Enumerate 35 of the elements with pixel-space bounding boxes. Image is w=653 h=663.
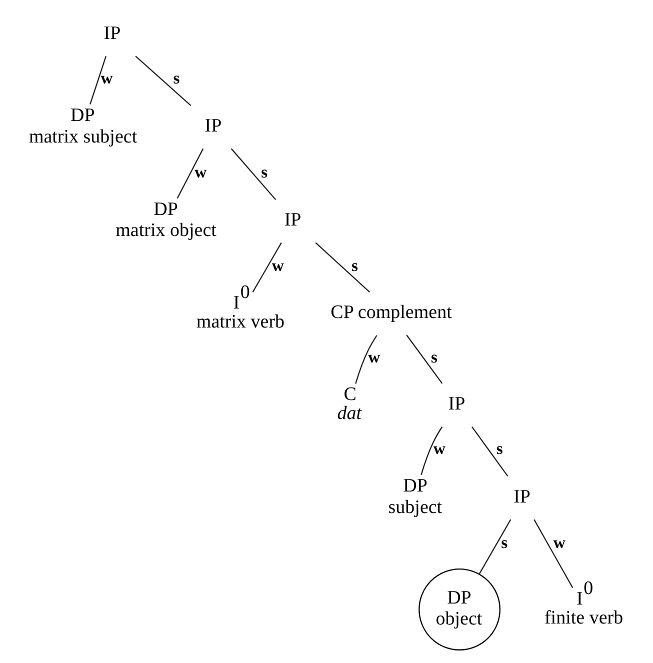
edge-label: s [431, 348, 438, 367]
edge-label: s [351, 256, 358, 276]
node-text: IP [284, 210, 302, 231]
connector [252, 242, 282, 292]
connector [315, 242, 370, 293]
node-text: IP [514, 486, 530, 508]
node-text: DP matrix subject [28, 105, 138, 148]
connector [135, 56, 192, 106]
node-text: CP complement [330, 302, 452, 324]
connector [406, 334, 443, 384]
edge-label: w [100, 68, 113, 88]
connector [230, 148, 276, 200]
edge-label: w [433, 439, 446, 458]
node-circle: DP object [418, 568, 501, 650]
edge-label: w [553, 532, 566, 552]
connector [176, 148, 204, 199]
connector [478, 519, 512, 574]
connector [472, 426, 508, 477]
connector [420, 426, 443, 475]
edge-label: w [272, 256, 284, 276]
edge-label: s [173, 68, 180, 88]
edge-label: w [368, 348, 380, 367]
edge-label: s [501, 532, 508, 552]
node-text: IP [204, 116, 222, 137]
node-text: DP matrix object [116, 198, 216, 242]
edge-label: s [261, 162, 268, 182]
node-text: C dat [337, 384, 362, 424]
connector [90, 56, 107, 105]
connector [355, 335, 378, 384]
node-text: IP [104, 23, 121, 44]
edge-label: w [194, 162, 207, 182]
connector [534, 519, 574, 588]
node-text: IP [448, 394, 466, 415]
node-text: DP subject [388, 476, 442, 518]
edge-label: s [496, 439, 503, 458]
